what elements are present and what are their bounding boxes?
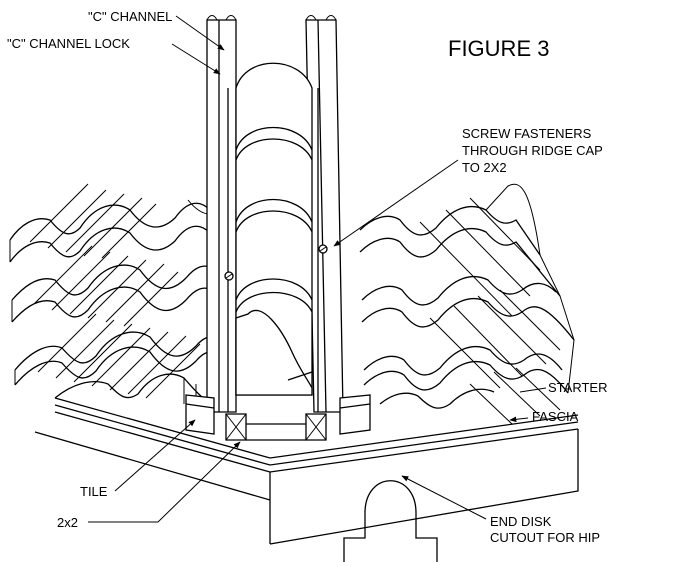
right-tile-field [359,183,575,425]
fascia-label: FASCIA [532,409,579,424]
c-channel-label: "C" CHANNEL [88,9,172,24]
end-disk-cutout [343,480,438,562]
screw-fasteners-label-line3: TO 2X2 [462,160,507,175]
screw-fastener-icons [224,244,328,281]
left-tile-field [9,183,214,408]
screw-fasteners-label-line2: THROUGH RIDGE CAP [462,143,603,158]
figure-title: FIGURE 3 [448,36,549,61]
end-disk-label-line2: CUTOUT FOR HIP [490,530,600,545]
screw-fasteners-label-line1: SCREW FASTENERS [462,126,592,141]
c-channel-right [305,15,371,435]
ridge-cap [235,62,313,396]
c-channel-lock-label: "C" CHANNEL LOCK [7,36,130,51]
tile-label: TILE [80,484,108,499]
fascia-board [34,397,579,545]
two-by-two-blocks [225,413,327,441]
starter-label: STARTER [548,380,607,395]
two-by-two-label: 2x2 [57,515,78,530]
leader-lines [88,15,547,523]
end-disk-label-line1: END DISK [490,514,552,529]
c-channel-left [185,15,237,435]
